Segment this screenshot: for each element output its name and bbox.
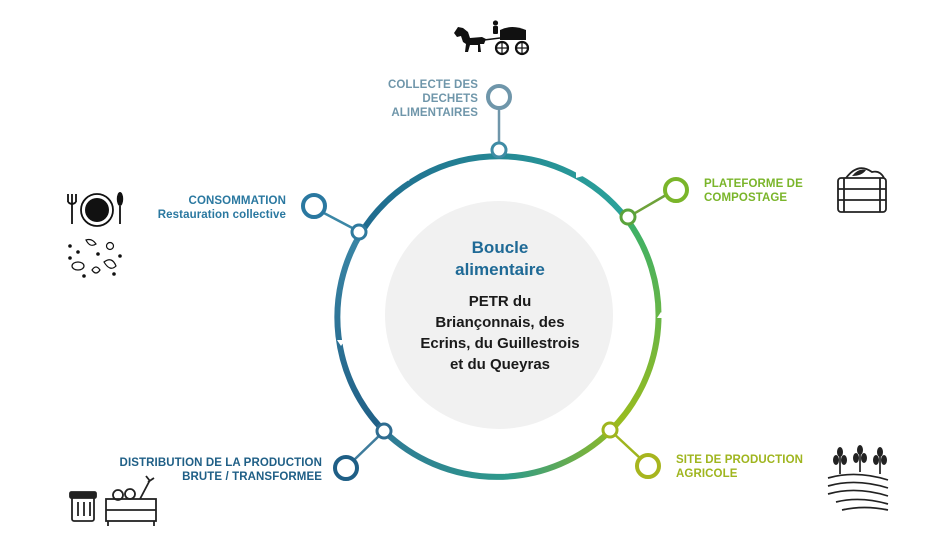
label-distribution: DISTRIBUTION DE LA PRODUCTION BRUTE / TR…	[80, 456, 322, 484]
label-production: SITE DE PRODUCTION AGRICOLE	[676, 453, 826, 481]
center-title: Boucle alimentaire	[420, 237, 580, 281]
food-scraps-icon	[68, 238, 122, 278]
label-compostage: PLATEFORME DE COMPOSTAGE	[704, 177, 834, 205]
horse-cart-icon	[454, 20, 530, 56]
label-consommation: CONSOMMATION Restauration collective	[130, 194, 286, 222]
flow-arrow	[499, 466, 505, 474]
label-line: PLATEFORME DE	[704, 178, 803, 190]
flow-arrow	[337, 340, 345, 346]
plate-cutlery-icon	[67, 192, 124, 227]
compost-bin-icon	[837, 167, 887, 213]
center-subtitle: PETR du Briançonnais, des Ecrins, du Gui…	[420, 293, 580, 373]
center-title-text: Boucle alimentaire	[455, 238, 545, 279]
flow-arrow	[404, 174, 411, 181]
label-line: COLLECTE DES	[387, 79, 478, 91]
node-consommation	[301, 193, 368, 241]
node-production	[601, 421, 661, 479]
flow-arrows	[337, 170, 665, 474]
label-line: DISTRIBUTION DE LA PRODUCTION	[119, 457, 322, 469]
label-line: CONSOMMATION	[188, 195, 286, 207]
ring-arc-top	[358, 153, 629, 235]
label-collecte: COLLECTE DES DECHETS ALIMENTAIRES	[360, 78, 478, 120]
flow-arrow	[657, 312, 665, 318]
crops-field-icon	[827, 445, 889, 511]
label-line: BRUTE / TRANSFORMEE	[182, 471, 322, 483]
flow-arrow	[576, 170, 583, 178]
ring-arc-bottom	[381, 428, 613, 480]
produce-crate-icon	[69, 475, 157, 526]
ring-arc-left	[334, 231, 387, 434]
loop-ring	[334, 153, 662, 480]
label-line: COMPOSTAGE	[704, 192, 788, 204]
label-line: ALIMENTAIRES	[391, 107, 478, 119]
label-line: DECHETS	[422, 93, 478, 105]
label-line: AGRICOLE	[676, 468, 738, 480]
label-line: SITE DE PRODUCTION	[676, 454, 804, 466]
center-disc	[385, 201, 613, 429]
ring-arc-right	[607, 216, 662, 434]
node-collecte	[486, 84, 512, 159]
node-compostage	[619, 177, 689, 226]
label-line: Restauration collective	[157, 209, 286, 221]
node-distribution	[333, 422, 393, 481]
